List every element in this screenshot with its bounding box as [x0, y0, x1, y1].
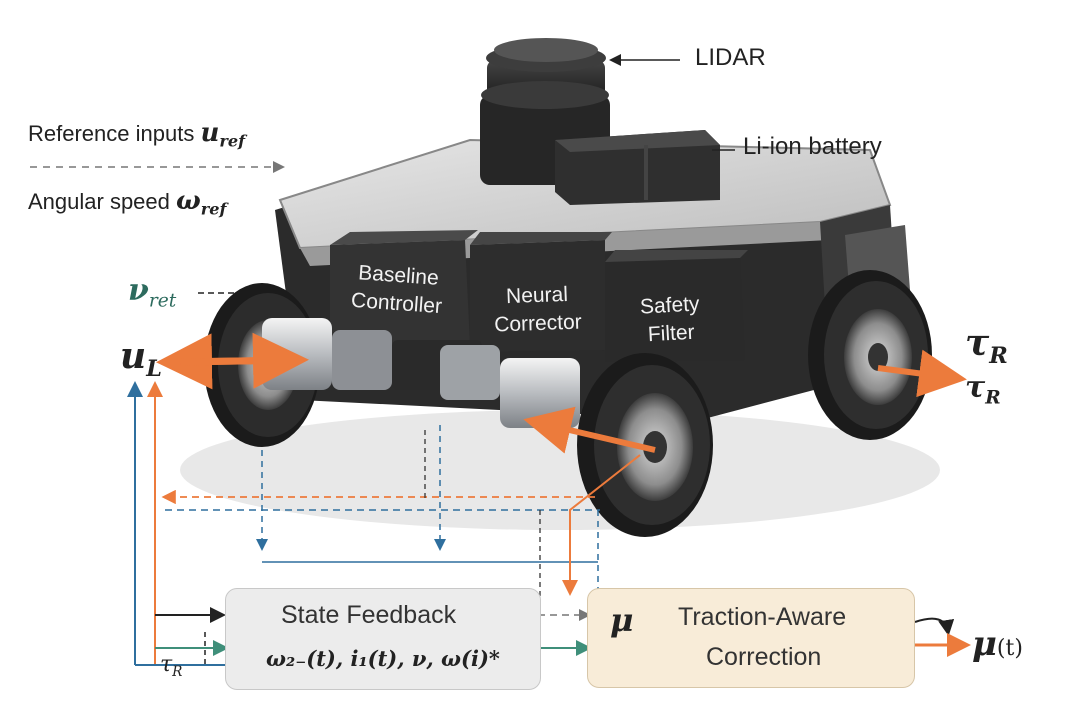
front-wheel-arrow — [523, 406, 656, 454]
neural-corrector-label: Neural Corrector — [493, 282, 583, 337]
mu-output-symbol: μ — [972, 624, 997, 664]
traction-title-line1: Traction-Aware — [678, 603, 847, 631]
v-ref-subscript: ret — [148, 290, 177, 312]
v-ref-label: νret — [128, 273, 176, 312]
tau-r-small-subscript: R — [985, 387, 1001, 409]
reference-symbol: u — [200, 118, 220, 148]
v-ref-symbol: ν — [128, 273, 149, 308]
module-cubes — [330, 230, 748, 362]
u-left-label: uL — [120, 335, 162, 382]
traction-mu-symbol: μ — [610, 601, 634, 639]
state-feedback-box: State Feedback ω₂₋(t), i₁(t), ν, ω(i)* — [225, 588, 541, 690]
signal-wiring — [127, 381, 971, 680]
tau-r-big-symbol: τ — [965, 322, 990, 364]
state-feedback-title: State Feedback — [281, 601, 457, 629]
tau-r-small-symbol: τ — [965, 370, 986, 405]
tau-r-big-subscript: R — [989, 342, 1008, 369]
traction-title-line2: Correction — [706, 643, 822, 671]
angular-speed-text: Angular speed — [28, 189, 170, 214]
angular-subscript: ref — [200, 199, 227, 219]
u-left-subscript: L — [146, 355, 162, 382]
u-left-symbol: u — [120, 335, 147, 377]
tau-r-big-label: τR — [965, 322, 1008, 369]
angular-speed-label: Angular speed ωref — [28, 186, 226, 219]
safety-filter-label: Safety Filter — [639, 292, 701, 347]
rear-right-wheel — [808, 270, 932, 440]
lidar-label: LIDAR — [695, 44, 766, 71]
tau-r-bottom-subscript: R — [172, 663, 183, 680]
battery-label: Li-ion battery — [743, 133, 882, 160]
baseline-controller-label: Baseline Controller — [350, 261, 443, 319]
mu-output-label: μ(t) — [972, 624, 1023, 664]
state-feedback-equation: ω₂₋(t), i₁(t), ν, ω(i)* — [266, 646, 500, 671]
tau-r-bottom-symbol: τ — [160, 652, 173, 677]
reference-inputs-text: Reference inputs — [28, 121, 195, 146]
mu-output-subscript: (t) — [996, 636, 1023, 661]
tau-r-bottom-label: τR — [160, 652, 182, 680]
traction-aware-box: μ Traction-Aware Correction — [587, 588, 915, 688]
tau-r-small-label: τR — [965, 370, 1001, 409]
battery-pack — [555, 130, 720, 205]
angular-symbol: ω — [176, 186, 201, 216]
u-left-arrow-back — [179, 332, 309, 389]
reference-subscript: ref — [219, 131, 246, 151]
lidar-sensor — [480, 38, 610, 185]
reference-inputs-label: Reference inputs uref — [28, 118, 245, 151]
ground-shadow — [180, 410, 940, 530]
tau-r-arrow — [877, 349, 967, 398]
